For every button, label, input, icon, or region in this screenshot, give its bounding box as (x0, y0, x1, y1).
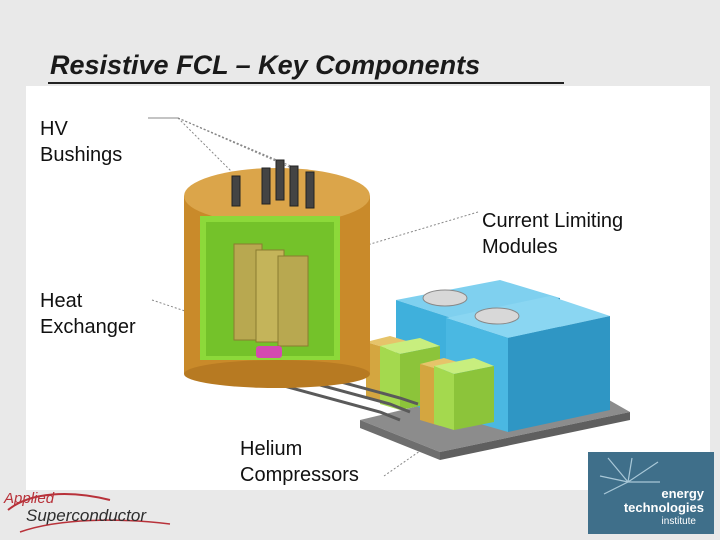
eti-energy-text: energy (661, 486, 704, 501)
eti-technologies-text: technologies (623, 500, 704, 515)
cryostat-tank (184, 159, 370, 388)
label-line: HV (40, 118, 68, 140)
title-underline (48, 82, 564, 84)
label-helium-compressors: Helium Compressors (238, 436, 361, 488)
label-line: Helium (240, 438, 303, 460)
label-heat-exchanger: Heat Exchanger (40, 288, 136, 340)
superconductor-logo-text: Superconductor (26, 506, 147, 525)
label-line: Compressors (240, 464, 359, 486)
label-hv-bushings: HV Bushings (40, 116, 122, 168)
eti-institute-text: institute (661, 516, 696, 527)
label-line: Exchanger (40, 316, 136, 338)
label-line: Modules (482, 236, 558, 258)
applied-superconductor-swoosh-icon (7, 493, 171, 533)
applied-logo-text: Applied (4, 490, 55, 507)
label-current-limiting-modules: Current Limiting Modules (482, 208, 623, 260)
label-line: Current Limiting (482, 210, 624, 232)
eti-logo: energy technologies institute (588, 452, 714, 534)
eti-starburst-icon (599, 457, 660, 495)
slide-title: Resistive FCL – Key Components (50, 50, 481, 80)
helium-boxes (366, 336, 494, 430)
label-line: Heat (40, 290, 83, 312)
label-line: Bushings (40, 144, 123, 166)
